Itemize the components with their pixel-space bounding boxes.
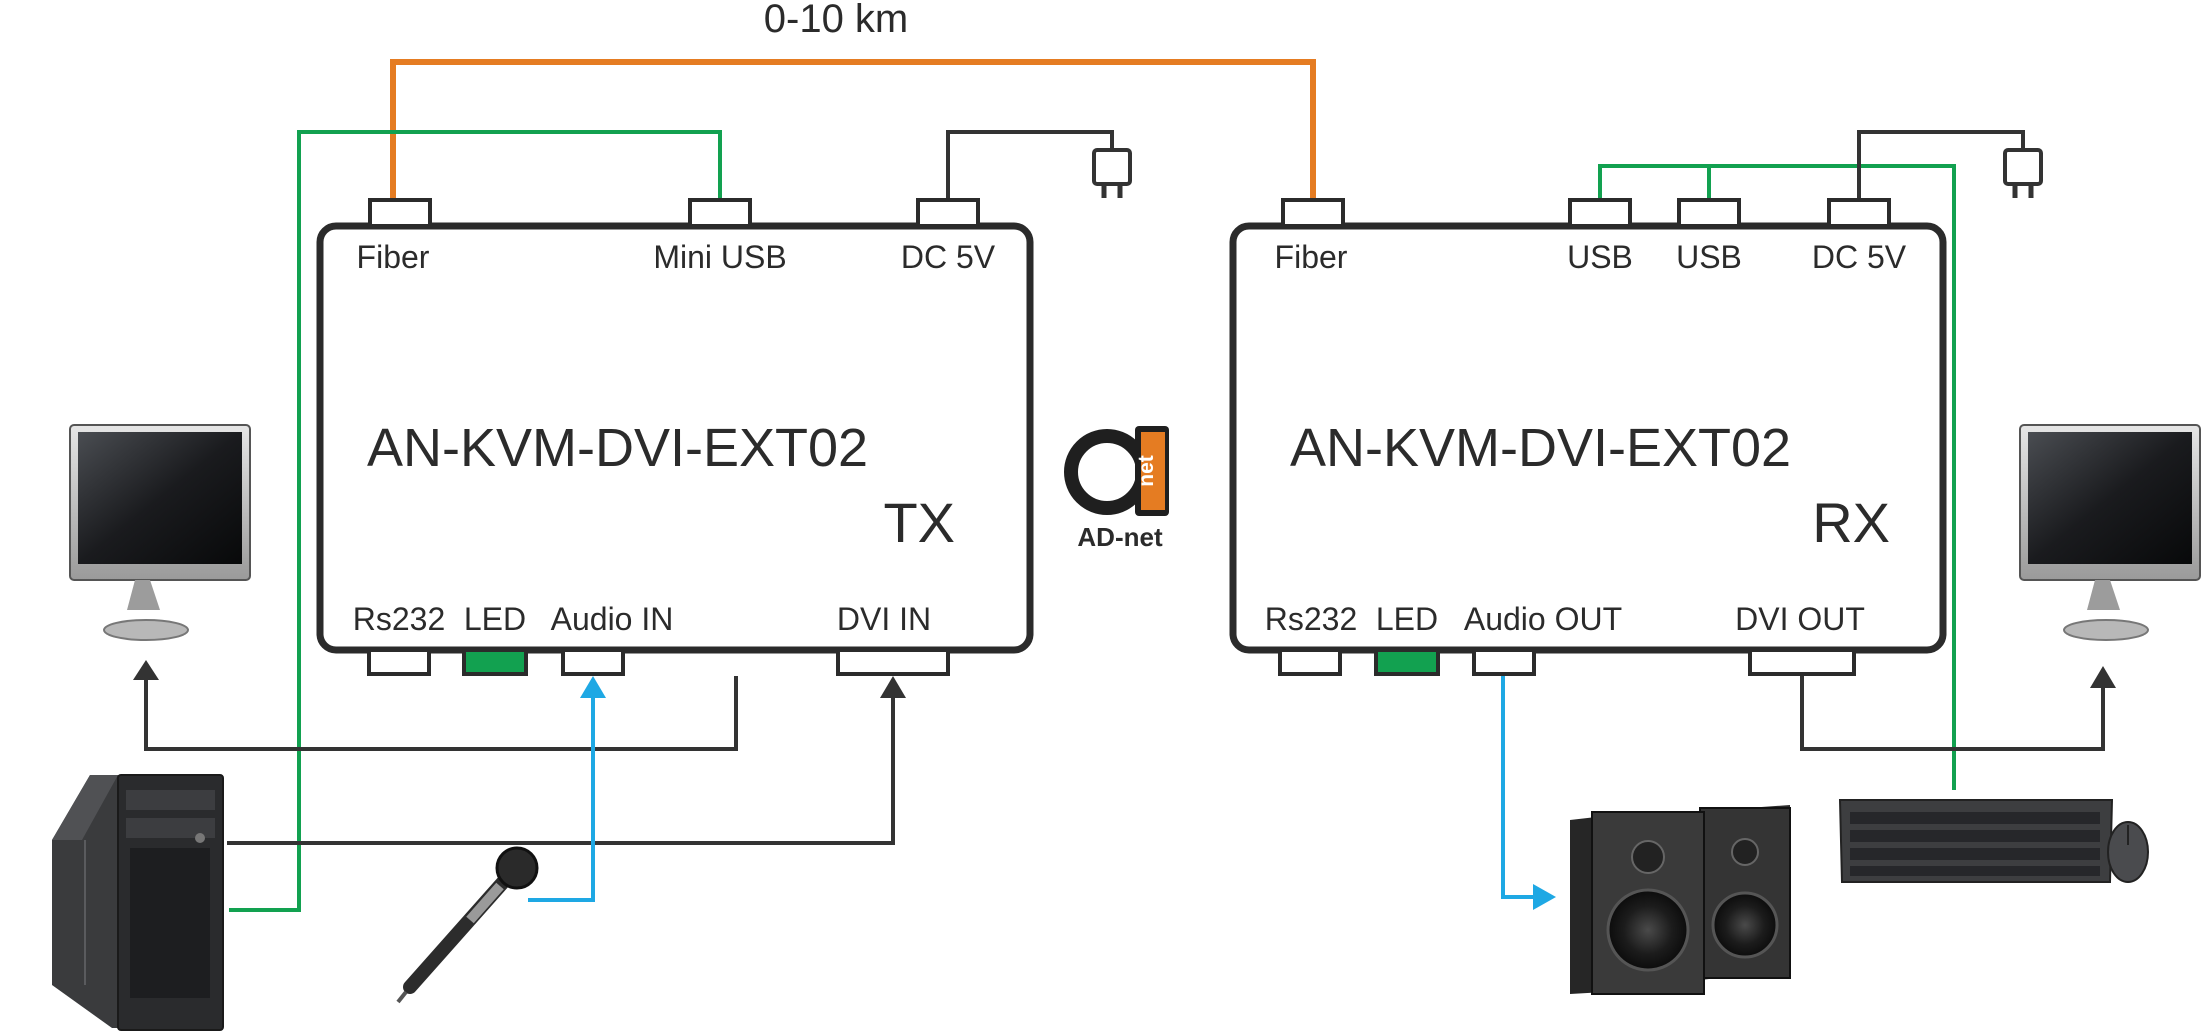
rx-port-label-usb-2: USB	[1676, 239, 1742, 275]
power-cable-tx	[946, 130, 1114, 204]
rx-port-label-fiber: Fiber	[1275, 239, 1348, 275]
tx-dc-port	[916, 198, 980, 228]
rx-usb-port-1	[1568, 198, 1632, 228]
microphone-icon	[396, 846, 539, 1004]
power-plug-icon	[2003, 148, 2043, 198]
tx-unit: Fiber Mini USB DC 5V AN-KVM-DVI-EXT02 TX…	[316, 198, 1034, 676]
tx-port-label-rs232: Rs232	[353, 601, 446, 637]
tx-audio-in-port	[561, 648, 625, 676]
logo-net-text: net	[1135, 455, 1158, 487]
tx-role-label: TX	[883, 491, 955, 554]
rx-unit: Fiber USB USB DC 5V AN-KVM-DVI-EXT02 RX …	[1229, 198, 1947, 676]
distance-label: 0-10 km	[764, 0, 909, 41]
tx-port-label-dc: DC 5V	[901, 239, 996, 275]
usb-cable-rx	[1598, 164, 1956, 790]
logo-brand-text: AD-net	[1077, 522, 1163, 552]
rx-led	[1374, 648, 1440, 676]
audio-cable-in	[528, 694, 595, 902]
rx-audio-out-port	[1472, 648, 1536, 676]
tx-fiber-port	[368, 198, 432, 228]
tx-port-label-audio-in: Audio IN	[551, 601, 674, 637]
usb-cable-tx	[229, 130, 722, 912]
rx-dvi-out-port	[1748, 648, 1856, 676]
rx-port-label-rs232: Rs232	[1265, 601, 1358, 637]
rx-dc-port	[1827, 198, 1891, 228]
keyboard-icon	[1838, 799, 2114, 883]
monitor-icon	[2019, 424, 2201, 641]
tx-port-label-fiber: Fiber	[357, 239, 430, 275]
rx-port-label-led: LED	[1376, 601, 1438, 637]
power-plug-icon	[1092, 148, 1132, 198]
monitor-cable-tx	[144, 676, 738, 751]
rx-model-title: AN-KVM-DVI-EXT02	[1290, 418, 1791, 478]
power-cable-rx	[1857, 130, 2025, 204]
tx-dvi-in-port	[836, 648, 950, 676]
dvi-cable-out	[1800, 676, 2105, 751]
tx-rs232-port	[367, 648, 431, 676]
tx-led	[462, 648, 528, 676]
mouse-icon	[2107, 821, 2149, 883]
rx-port-label-dc: DC 5V	[1812, 239, 1907, 275]
audio-cable-out	[1501, 676, 1535, 899]
ad-net-logo: net AD-net	[1064, 426, 1169, 552]
tx-mini-usb-port	[688, 198, 752, 228]
pc-tower-icon	[52, 774, 224, 1031]
monitor-icon	[69, 424, 251, 641]
rx-port-label-audio-out: Audio OUT	[1464, 601, 1622, 637]
speakers-icon	[1570, 805, 1791, 995]
rx-role-label: RX	[1812, 491, 1890, 554]
tx-port-label-led: LED	[464, 601, 526, 637]
rx-port-label-usb-1: USB	[1567, 239, 1633, 275]
rx-port-label-dvi-out: DVI OUT	[1735, 601, 1865, 637]
tx-port-label-mini-usb: Mini USB	[653, 239, 786, 275]
rx-fiber-port	[1281, 198, 1345, 228]
rx-usb-port-2	[1677, 198, 1741, 228]
tx-port-label-dvi-in: DVI IN	[837, 601, 931, 637]
rx-rs232-port	[1278, 648, 1342, 676]
dvi-cable-in	[227, 694, 895, 845]
tx-model-title: AN-KVM-DVI-EXT02	[367, 418, 868, 478]
